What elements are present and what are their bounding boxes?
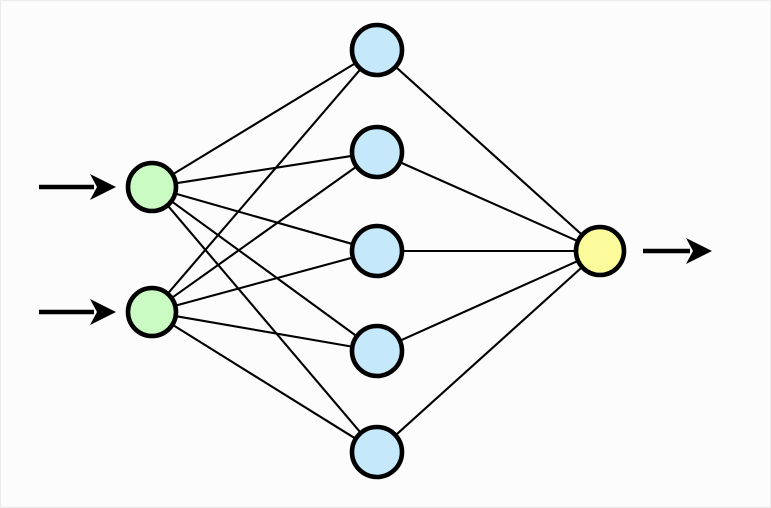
edge-h1-o1 [394,65,584,237]
hidden-node-2[interactable] [349,124,405,180]
edge-h5-o1 [394,265,584,437]
hidden-node-4[interactable] [349,323,405,379]
io-arrows-group [39,174,712,325]
edge-i1-h1 [171,61,358,176]
input-arrow-2 [39,299,116,325]
hidden-node-1[interactable] [349,22,405,78]
output-layer [573,224,627,278]
input-arrow-1-head-icon [90,174,116,200]
edge-i1-h3 [173,192,355,246]
hidden-node-5[interactable] [349,424,405,480]
output-arrow-1 [643,238,712,264]
output-arrow-1-head-icon [686,238,712,264]
input-arrow-1 [39,174,116,200]
edge-i2-h2 [170,165,359,300]
edge-i2-h4 [174,314,354,348]
edge-i2-h3 [173,256,355,307]
edge-i1-h4 [169,199,359,338]
edge-i1-h5 [166,203,363,435]
nodes-group [125,22,627,480]
edges-group [166,61,584,441]
edge-i1-h2 [174,154,354,185]
edge-i2-h1 [166,67,363,296]
edge-h4-o1 [398,259,580,343]
input-node-2[interactable] [125,285,179,339]
input-node-1[interactable] [125,160,179,214]
hidden-layer [349,22,405,480]
edge-i2-h5 [170,323,358,441]
hidden-node-3[interactable] [349,223,405,279]
input-arrow-2-head-icon [90,299,116,325]
input-layer [125,160,179,339]
edge-h2-o1 [398,160,580,243]
output-node-1[interactable] [573,224,627,278]
